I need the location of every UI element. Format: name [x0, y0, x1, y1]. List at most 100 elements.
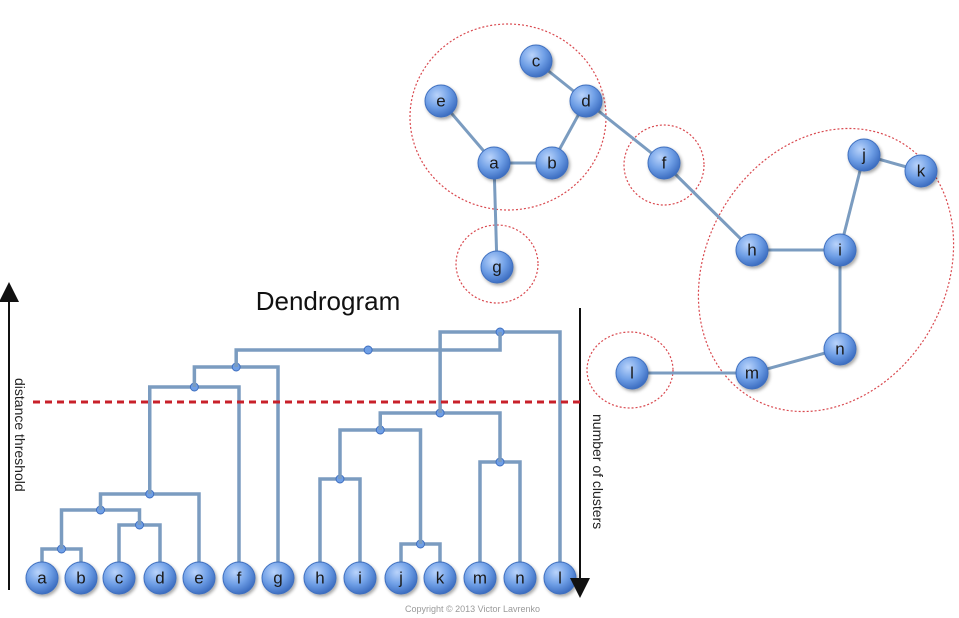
graph-node-f: f [647, 146, 681, 180]
graph-node-l: l [615, 356, 649, 390]
graph-node-c: c [519, 44, 553, 78]
graph-node-circle-h [735, 233, 769, 267]
dendrogram-leaf-label-b: b [76, 569, 85, 588]
graph-node-label-i: i [838, 241, 842, 260]
dendrogram-leaf-circle-n [503, 561, 537, 595]
dendrogram-leaf-circle-a [25, 561, 59, 595]
dendrogram-link-mn [478, 460, 522, 562]
graph-node-circle-g [480, 250, 514, 284]
dendrogram-leaf-circle-g [261, 561, 295, 595]
graph-edge-d-f [585, 99, 665, 165]
dendrogram-leaf-circle-h [303, 561, 337, 595]
graph-node-circle-f [647, 146, 681, 180]
dendrogram-leaf-label-k: k [436, 569, 445, 588]
graph-node-label-a: a [489, 154, 499, 173]
dendrogram-leaf-label-c: c [115, 569, 124, 588]
dendrogram-leaf-a: a [25, 561, 59, 595]
dendrogram-merge-dot-abcdefghijkmnl [363, 345, 373, 355]
copyright-text: Copyright © 2013 Victor Lavrenko [405, 604, 540, 614]
dendrogram-leaf-m: m [463, 561, 497, 595]
graph-node-label-e: e [436, 92, 445, 111]
dendrogram-link-cd [117, 523, 162, 562]
cluster-outline-hijkmn [697, 127, 955, 413]
graph-node-h: h [735, 233, 769, 267]
dendrogram-leaf-label-a: a [37, 569, 47, 588]
cluster-outline-f [623, 124, 705, 206]
dendrogram-leaf-label-j: j [398, 569, 403, 588]
graph-node-k: k [904, 154, 938, 188]
dendrogram-leaf-circle-f [222, 561, 256, 595]
dendrogram-leaf-label-i: i [358, 569, 362, 588]
dendrogram-title: Dendrogram [256, 286, 401, 316]
graph-node-e: e [424, 84, 458, 118]
dendrogram-leaf-circle-e [182, 561, 216, 595]
dendrogram-leaf-l: l [543, 561, 577, 595]
graph-node-circle-j [847, 138, 881, 172]
dendrogram-leaf-label-l: l [558, 569, 562, 588]
dendrogram-link-hi [318, 477, 362, 562]
graph-node-label-m: m [745, 364, 759, 383]
graph-node-circle-l [615, 356, 649, 390]
graph-node-circle-c [519, 44, 553, 78]
dendrogram-leaf-j: j [384, 561, 418, 595]
dendrogram-link-abcdefg [192, 365, 280, 562]
dendrogram-leaf-n: n [503, 561, 537, 595]
graph-edge-a-g [492, 162, 499, 268]
dendrogram-leaf-circle-i [343, 561, 377, 595]
dendrogram-leaf-label-g: g [273, 569, 282, 588]
dendrogram-tree [40, 327, 562, 562]
graph-node-a: a [477, 146, 511, 180]
graph-node-circle-a [477, 146, 511, 180]
cluster-outlines [409, 23, 955, 413]
dendrogram-leaf-label-m: m [473, 569, 487, 588]
graph-node-label-b: b [547, 154, 556, 173]
dendrogram-leaf-label-d: d [155, 569, 164, 588]
dendrogram-leaf-label-e: e [194, 569, 203, 588]
dendrogram-link-abcdef [148, 385, 241, 562]
dendrogram-leaf-e: e [182, 561, 216, 595]
dendrogram-leaf-k: k [423, 561, 457, 595]
dendrogram-leaf-label-f: f [237, 569, 242, 588]
graph-node-j: j [847, 138, 881, 172]
dendrogram-leaf-c: c [102, 561, 136, 595]
graph-node-label-j: j [861, 146, 866, 165]
dendrogram-leaf-label-h: h [315, 569, 324, 588]
dendrogram-leaf-g: g [261, 561, 295, 595]
graph-node-circle-b [535, 146, 569, 180]
dendrogram-link-abcde [98, 492, 201, 562]
graph-node-i: i [823, 233, 857, 267]
graph-node-label-n: n [835, 340, 844, 359]
graph-node-label-d: d [581, 92, 590, 111]
graph-node-n: n [823, 332, 857, 366]
graph-node-b: b [535, 146, 569, 180]
graph-node-label-c: c [532, 52, 541, 71]
graph-node-g: g [480, 250, 514, 284]
graph-node-circle-d [569, 84, 603, 118]
dendrogram-leaf-i: i [343, 561, 377, 595]
graph-node-label-g: g [492, 258, 501, 277]
dendrogram-leaf-circle-j [384, 561, 418, 595]
cluster-outline-l [586, 331, 674, 409]
dendrogram-leaf-label-n: n [515, 569, 524, 588]
graph-node-m: m [735, 356, 769, 390]
dendrogram-leaf-circle-b [64, 561, 98, 595]
dendrogram-leaf-circle-c [102, 561, 136, 595]
graph-node-circle-m [735, 356, 769, 390]
dendrogram-leaf-circle-k [423, 561, 457, 595]
dendrogram-leaf-b: b [64, 561, 98, 595]
dendrogram-link-hijk [338, 428, 423, 544]
dendrogram-leaf-h: h [303, 561, 337, 595]
dendrogram-leaf-d: d [143, 561, 177, 595]
distance-threshold-label: distance threshold [12, 378, 28, 492]
graph-node-label-l: l [630, 364, 634, 383]
graph-node-circle-e [424, 84, 458, 118]
graph-node-circle-n [823, 332, 857, 366]
graph-node-label-f: f [662, 154, 667, 173]
graph-node-label-h: h [747, 241, 756, 260]
dendrogram-link-hijkmn [378, 411, 502, 462]
graph-edges [439, 59, 922, 375]
graph-node-circle-i [823, 233, 857, 267]
